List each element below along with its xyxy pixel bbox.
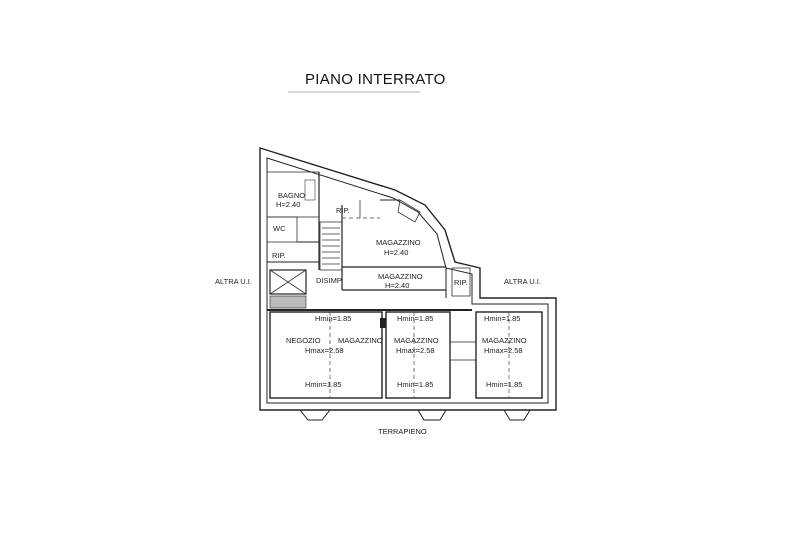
label-hmax-2: Hmax=2.58	[396, 346, 435, 355]
label-hmin-3: Hmin=1.85	[484, 314, 520, 323]
label-magazzino-2-height: H=2.40	[385, 281, 409, 290]
label-magazzino-1-height: H=2.40	[384, 248, 408, 257]
label-magazzino-5: MAGAZZINO	[482, 336, 527, 345]
lift-box	[269, 269, 307, 309]
label-hmin-3b: Hmin=1.85	[486, 380, 522, 389]
label-bagno-height: H=2.40	[276, 200, 300, 209]
plan-title: PIANO INTERRATO	[305, 71, 446, 88]
label-hmin-1: Hmin=1.85	[315, 314, 351, 323]
label-magazzino-4: MAGAZZINO	[394, 336, 439, 345]
label-hmin-2: Hmin=1.85	[397, 314, 433, 323]
label-hmin-2b: Hmin=1.85	[397, 380, 433, 389]
label-bagno: BAGNO	[278, 191, 305, 200]
label-wc: WC	[273, 224, 286, 233]
outer-walls	[259, 147, 557, 411]
label-terrapieno: TERRAPIENO	[378, 427, 427, 436]
central-walls	[341, 199, 471, 298]
label-rip-b: RIP.	[336, 206, 350, 215]
lower-rooms	[269, 311, 543, 399]
label-disimp: DISIMP.	[316, 276, 343, 285]
label-hmax-3: Hmax=2.58	[484, 346, 523, 355]
bagno-block	[266, 171, 320, 270]
label-magazzino-3: MAGAZZINO	[338, 336, 383, 345]
label-hmin-1b: Hmin=1.85	[305, 380, 341, 389]
label-negozio: NEGOZIO	[286, 336, 321, 345]
footings	[298, 409, 531, 421]
label-hmax-1: Hmax=2.58	[305, 346, 344, 355]
label-rip-a: RIP.	[272, 251, 286, 260]
label-magazzino-1: MAGAZZINO	[376, 238, 421, 247]
label-magazzino-2: MAGAZZINO	[378, 272, 423, 281]
label-altra-right: ALTRA U.I.	[504, 277, 541, 286]
label-altra-left: ALTRA U.I.	[215, 277, 252, 286]
label-rip-c: RIP.	[454, 278, 468, 287]
